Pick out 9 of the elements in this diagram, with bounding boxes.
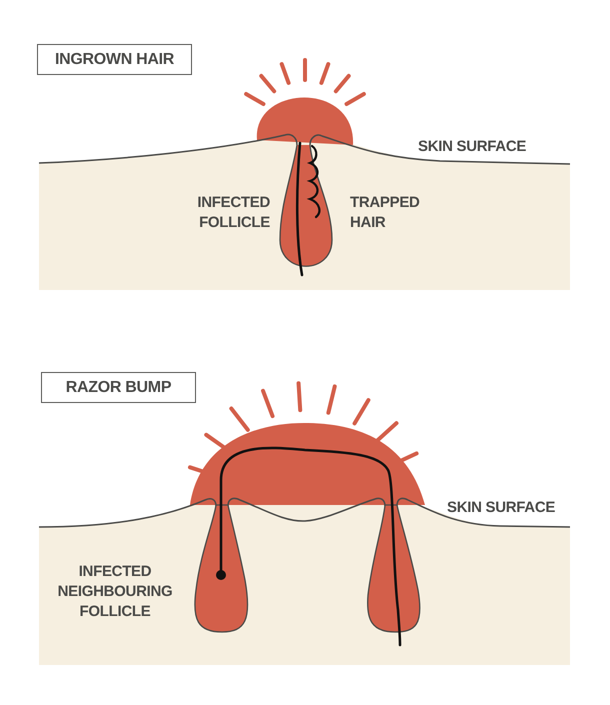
section-title: RAZOR BUMP (66, 378, 172, 396)
title-box (37, 44, 192, 75)
part-label: SKIN SURFACE (447, 498, 556, 518)
section-title: INGROWN HAIR (54, 50, 174, 68)
part-label: INFECTED FOLLICLE (196, 193, 270, 233)
part-label: SKIN SURFACE (418, 137, 528, 157)
part-label: INFECTED NEIGHBOURING FOLLICLE (56, 562, 174, 622)
title-box (41, 372, 196, 403)
part-label: TRAPPED HAIR (350, 193, 421, 233)
